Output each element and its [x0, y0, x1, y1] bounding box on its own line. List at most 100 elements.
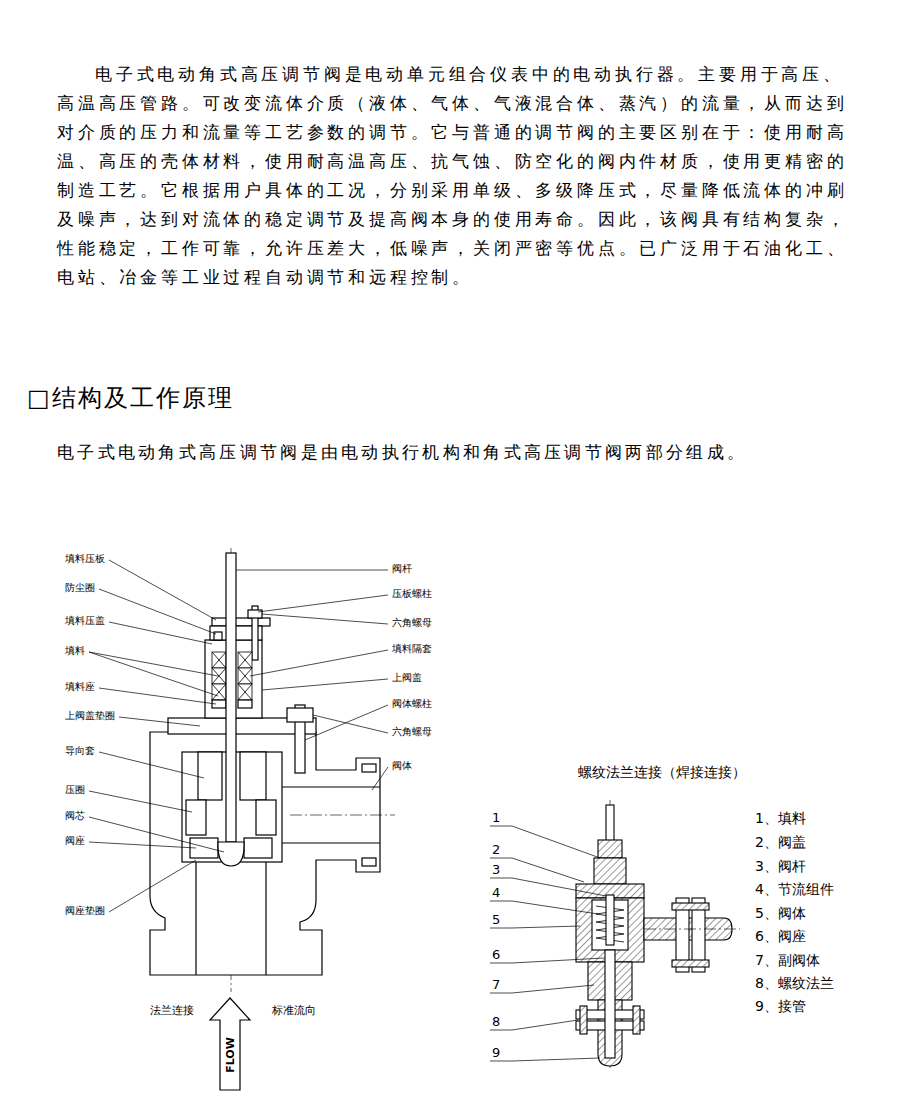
leader-line [262, 679, 388, 690]
leader-line [109, 622, 212, 644]
leader-line [490, 901, 598, 914]
callout-number: 3 [492, 862, 500, 878]
valve-section [238, 684, 252, 700]
leader-line [490, 1058, 600, 1061]
part-label: 阀体 [392, 760, 412, 772]
part-label: 压板螺柱 [392, 588, 432, 600]
callout-number: 7 [492, 977, 500, 993]
leader-line [305, 705, 388, 740]
section-heading: □结构及工作原理 [27, 384, 234, 413]
leader-line [490, 1020, 578, 1030]
valve-section [212, 652, 226, 668]
parts-list-item: 1、填料 [755, 810, 806, 827]
valve-section [212, 652, 226, 668]
valve-section [594, 858, 626, 884]
valve-section [672, 960, 709, 967]
valve-section [238, 700, 252, 708]
valve-section [576, 800, 740, 1068]
part-label: 阀座 [65, 835, 85, 847]
part-label: 六角螺母 [392, 726, 432, 738]
valve-section [212, 684, 226, 700]
callout-number: 1 [492, 810, 500, 826]
leader-line [89, 560, 388, 912]
parts-list-item: 8、螺纹法兰 [755, 975, 834, 992]
leader-line [313, 715, 388, 733]
part-label: 压圈 [65, 784, 85, 796]
leader-line [89, 791, 192, 812]
valve-section [606, 895, 614, 945]
parts-list-item: 9、接管 [755, 998, 806, 1015]
connection-label: 法兰连接 [150, 1004, 194, 1017]
parts-list-item: 6、阀座 [755, 928, 806, 945]
leader-line [89, 842, 196, 848]
valve-section [150, 732, 380, 975]
part-label: 阀座垫圈 [65, 905, 105, 917]
valve-section [238, 652, 252, 668]
valve-section [212, 668, 226, 684]
valve-section [580, 1006, 587, 1034]
valve-section [212, 618, 270, 626]
callout-number: 5 [492, 912, 500, 928]
callout-number: 4 [492, 885, 500, 901]
leader-line [372, 767, 388, 790]
leader-line [99, 589, 216, 634]
leader-line [490, 826, 606, 1061]
part-label: 填料座 [65, 681, 95, 693]
leader-line [109, 560, 216, 620]
figure-caption: 螺纹法兰连接（焊接连接） [578, 764, 746, 781]
valve-section [362, 764, 376, 772]
parts-list-item: 5、阀体 [755, 905, 806, 922]
valve-section [238, 668, 252, 684]
valve-section [244, 838, 272, 858]
part-label: 六角螺母 [392, 617, 432, 629]
leader-line [490, 926, 580, 928]
valve-section [218, 842, 244, 866]
part-label: 填料隔套 [392, 643, 432, 655]
leader-line [490, 826, 600, 858]
leader-line [490, 985, 594, 993]
leader-line [236, 570, 388, 571]
parts-list-item: 7、副阀体 [755, 952, 820, 969]
valve-section [186, 800, 206, 835]
body-sentence: 电子式电动角式高压调节阀是由电动执行机构和角式高压调节阀两部分组成。 [57, 442, 747, 462]
valve-section [150, 548, 395, 1090]
valve-section [226, 553, 236, 842]
leader-line [258, 595, 388, 612]
callout-number: 8 [492, 1014, 500, 1030]
valve-section [210, 998, 250, 1090]
leader-line [490, 878, 606, 896]
part-label: 阀芯 [65, 810, 85, 822]
parts-list-item: 3、阀杆 [755, 858, 806, 875]
part-label: 导向套 [65, 745, 95, 757]
valve-section [265, 862, 266, 975]
callout-number: 9 [492, 1045, 500, 1061]
valve-section [633, 1006, 640, 1034]
part-label: 填料压盖 [65, 615, 105, 627]
leader-line [99, 688, 216, 704]
valve-section [238, 668, 252, 684]
part-label: 上阀盖 [392, 672, 422, 684]
leader-line [89, 652, 218, 676]
parts-list-item: 2、阀盖 [755, 834, 806, 851]
leader-line [119, 717, 200, 726]
valve-section [644, 929, 740, 930]
leader-line [250, 650, 388, 676]
valve-section [290, 815, 395, 816]
valve-section [212, 668, 226, 684]
leader-line [262, 614, 388, 624]
valve-section [195, 862, 196, 975]
valve-section [282, 786, 380, 787]
valve-section [282, 842, 380, 843]
leader-line [109, 860, 196, 912]
connection-label: 标准流向 [272, 1004, 316, 1017]
valve-section [212, 684, 226, 700]
callout-number: 6 [492, 947, 500, 963]
valve-section [198, 752, 222, 800]
valve-section [214, 632, 222, 640]
leader-line [490, 858, 584, 882]
valve-section [256, 800, 276, 835]
valve-section [248, 610, 262, 618]
valve-section [598, 840, 622, 858]
valve-section [240, 752, 266, 800]
